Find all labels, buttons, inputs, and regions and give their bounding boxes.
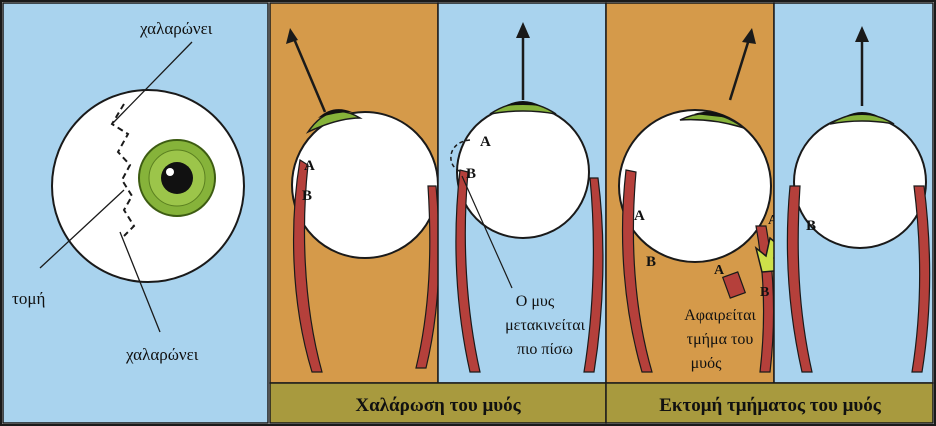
point-a-label: A	[304, 158, 315, 174]
excised-b-label: B	[760, 285, 769, 300]
point-a-label: A	[634, 208, 645, 224]
note-line-3: μυός	[691, 355, 723, 372]
eyeball-side	[457, 106, 589, 238]
excised-a-label: A	[714, 263, 725, 278]
note-line-2: τμήμα του	[687, 331, 754, 348]
note-line-1: Ο μυς	[516, 293, 555, 310]
pupil-highlight	[166, 168, 174, 176]
note-line-2: μετακινείται	[505, 317, 586, 334]
note-line-3: πιο πίσω	[517, 341, 573, 358]
point-b-label: B	[646, 254, 656, 270]
label-incision: τομή	[12, 289, 45, 308]
caption-resection: Εκτομή τμήματος του μυός	[659, 395, 882, 416]
point-b-label: B	[466, 166, 476, 182]
point-a-label: A	[480, 134, 491, 150]
panel-front-view: χαλαρώνει τομή χαλαρώνει	[3, 3, 268, 423]
point-b-label: B	[302, 188, 312, 204]
label-relaxes-top: χαλαρώνει	[139, 19, 213, 38]
panel-resection-after: B	[774, 3, 933, 383]
panel-recession-before: A B	[270, 3, 439, 383]
eyeball-side	[619, 110, 771, 262]
point-b-label: B	[806, 218, 816, 234]
label-relaxes-bottom: χαλαρώνει	[125, 345, 199, 364]
note-line-1: Αφαιρείται	[684, 307, 756, 324]
panel-resection-before: A B A A B Αφαιρείται τμήμα του μυός	[606, 3, 786, 383]
panel-recession-after: A B Ο μυς μετακινείται πιο πίσω	[438, 3, 606, 383]
caption-recession: Χαλάρωση του μυός	[355, 395, 521, 416]
pupil	[161, 162, 193, 194]
eyeball-side	[292, 112, 438, 258]
